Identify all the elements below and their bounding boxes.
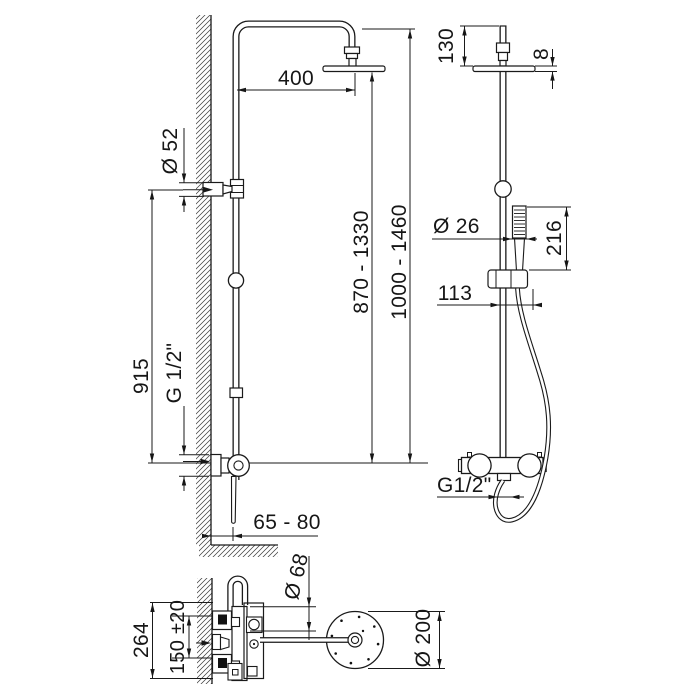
- head-connector-side: [343, 46, 361, 55]
- dim-supply-to-mixer: 915: [130, 358, 153, 394]
- handshower-holder-front: [487, 269, 529, 289]
- mixer-side: [183, 453, 250, 524]
- shower-column-front: [472, 25, 536, 462]
- dim-arm-reach: 400: [278, 67, 314, 90]
- hose-outlet-stub: [496, 472, 512, 482]
- side-view: 400 Ø 52 915 G 1/2": [130, 15, 428, 557]
- wall-section-top: [197, 578, 213, 684]
- head-connector-front: [495, 42, 511, 54]
- dim-total-height-range: 1000 - 1460: [388, 204, 411, 319]
- supply-flow-arrow-upper: [203, 186, 213, 193]
- supply-flow-arrow-lower: [200, 458, 210, 465]
- dim-wall-flange: Ø 52: [159, 128, 182, 175]
- dim-wall-clearance: 65 - 80: [253, 511, 320, 534]
- dim-bracket-width: 113: [438, 282, 472, 305]
- dim-mixer-thread: G 1/2": [163, 343, 186, 404]
- mixer-top: [196, 602, 265, 682]
- rain-head-front: [472, 65, 536, 73]
- dim-handshower-length: 216: [543, 220, 566, 256]
- shower-column-side: [183, 20, 386, 480]
- front-view: 130 8 Ø 26 216 113: [432, 25, 571, 523]
- dim-outlet-thread: G1/2": [437, 474, 491, 497]
- ball-joint-front: [494, 180, 512, 198]
- rain-head-side: [322, 65, 386, 73]
- dimensions-top: 264 150 ±20 Ø 68 Ø 200: [130, 551, 445, 679]
- dim-head-diameter: Ø 200: [412, 609, 435, 668]
- supply-flow-arrow-top: [201, 640, 211, 646]
- handshower-front: [511, 205, 527, 272]
- dimensions-side: 400 Ø 52 915 G 1/2": [130, 28, 415, 541]
- mixer-wall-plate-side: [210, 453, 222, 477]
- rain-head-top: [260, 610, 385, 670]
- dim-supply-centers: 150 ±20: [167, 600, 189, 674]
- dim-head-thickness: 8: [530, 48, 553, 60]
- dim-supply-escutcheon: Ø 68: [280, 551, 313, 602]
- ball-joint-side: [227, 272, 245, 289]
- riser-pipe-side: [232, 20, 356, 480]
- mixer-knob-left: [467, 453, 492, 478]
- nozzle-dots: [330, 615, 380, 665]
- handshower-hanging-side: [230, 475, 237, 524]
- mixer-knob-right: [517, 453, 542, 478]
- dim-head-height-range: 870 - 1330: [350, 210, 373, 313]
- top-view: 264 150 ±20 Ø 68 Ø 200: [130, 551, 445, 684]
- floor-hatch: [199, 545, 278, 557]
- dim-handshower-diameter: Ø 26: [433, 215, 480, 238]
- slider-collar-side: [229, 387, 244, 399]
- dim-head-drop: 130: [435, 28, 458, 64]
- dimensions-front: 130 8 Ø 26 216 113: [432, 25, 571, 500]
- dim-mixer-body-width: 264: [130, 622, 153, 658]
